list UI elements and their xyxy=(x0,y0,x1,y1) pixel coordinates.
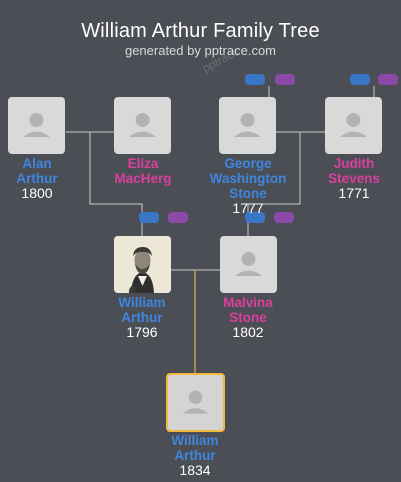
person-card-alan-arthur[interactable] xyxy=(8,97,65,154)
birth-year: 1777 xyxy=(232,200,264,216)
page-title: William Arthur Family Tree xyxy=(81,20,320,42)
last-name: Arthur xyxy=(121,310,163,325)
first-name: William xyxy=(118,295,166,310)
person-card-william-arthur-1834[interactable] xyxy=(166,373,225,432)
birth-year: 1796 xyxy=(126,324,158,340)
expand-father-button[interactable] xyxy=(245,74,265,85)
birth-year: 1771 xyxy=(338,185,370,201)
first-name: Alan xyxy=(22,156,52,171)
person-label-william-arthur-1834: William Arthur 1834 xyxy=(140,433,250,478)
last-name-2: Stone xyxy=(229,186,267,201)
birth-year: 1834 xyxy=(179,462,211,478)
person-silhouette-icon xyxy=(234,113,261,137)
birth-year: 1800 xyxy=(21,185,53,201)
person-card-judith-stevens[interactable] xyxy=(325,97,382,154)
expand-mother-button[interactable] xyxy=(378,74,398,85)
first-name: William xyxy=(171,433,219,448)
person-label-william-arthur-1796: William Arthur 1796 xyxy=(87,295,197,340)
person-label-judith-stevens: Judith Stevens 1771 xyxy=(299,156,401,201)
person-silhouette-icon xyxy=(182,390,209,414)
person-card-william-arthur-1796[interactable] xyxy=(114,236,171,293)
page-subtitle: generated by pptrace.com xyxy=(124,43,277,58)
last-name: Arthur xyxy=(16,171,58,186)
last-name: Arthur xyxy=(174,448,216,463)
first-name: Eliza xyxy=(127,156,159,171)
last-name: Stevens xyxy=(328,171,380,186)
expand-father-button[interactable] xyxy=(350,74,370,85)
expand-mother-button[interactable] xyxy=(275,74,295,85)
person-silhouette-icon xyxy=(129,113,156,137)
person-card-malvina-stone[interactable] xyxy=(220,236,277,293)
person-label-george-washington-stone: George Washington Stone 1777 xyxy=(193,156,303,216)
first-name: Malvina xyxy=(223,295,273,310)
last-name: MacHerg xyxy=(114,171,172,186)
last-name: Stone xyxy=(229,310,267,325)
expand-father-button[interactable] xyxy=(139,212,159,223)
first-name: George xyxy=(224,156,272,171)
person-silhouette-icon xyxy=(235,252,262,276)
portrait-photo xyxy=(114,236,171,293)
person-card-george-washington-stone[interactable] xyxy=(219,97,276,154)
person-label-eliza-macherg: Eliza MacHerg xyxy=(88,156,198,186)
person-silhouette-icon xyxy=(23,113,50,137)
expand-mother-button[interactable] xyxy=(274,212,294,223)
expand-mother-button[interactable] xyxy=(168,212,188,223)
person-silhouette-icon xyxy=(340,113,367,137)
expand-father-button[interactable] xyxy=(245,212,265,223)
first-name: Judith xyxy=(333,156,375,171)
birth-year: 1802 xyxy=(232,324,264,340)
last-name: Washington xyxy=(209,171,287,186)
person-label-alan-arthur: Alan Arthur 1800 xyxy=(0,156,92,201)
person-card-eliza-macherg[interactable] xyxy=(114,97,171,154)
person-label-malvina-stone: Malvina Stone 1802 xyxy=(193,295,303,340)
